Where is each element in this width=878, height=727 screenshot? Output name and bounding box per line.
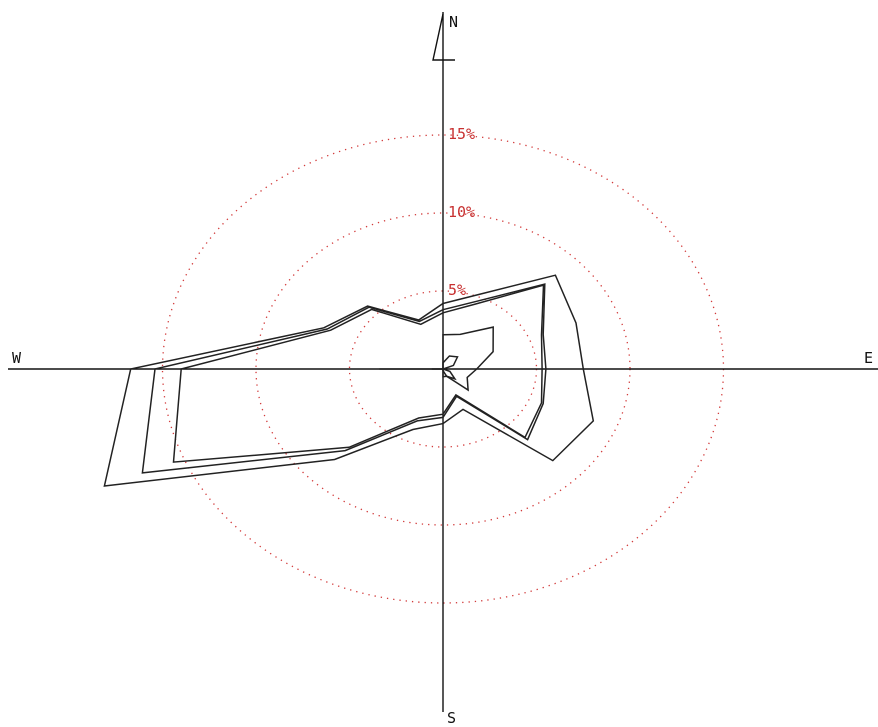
rose-series	[103, 274, 595, 487]
compass-label-west: W	[12, 349, 22, 367]
compass-label-north: N	[449, 13, 458, 31]
north-arrow-icon	[432, 13, 455, 61]
rose-series-4	[141, 283, 547, 474]
ring-label-5: 5%	[448, 281, 466, 299]
compass-label-east: E	[864, 349, 873, 367]
ring-label-10: 10%	[448, 203, 475, 221]
rose-series-3	[172, 284, 545, 463]
rose-series-5	[103, 274, 595, 487]
rose-series-2	[379, 326, 494, 392]
ring-labels: 5% 10% 15%	[448, 125, 475, 299]
compass-label-south: S	[447, 709, 456, 727]
ring-label-15: 15%	[448, 125, 475, 143]
rose-series-1	[431, 355, 459, 381]
